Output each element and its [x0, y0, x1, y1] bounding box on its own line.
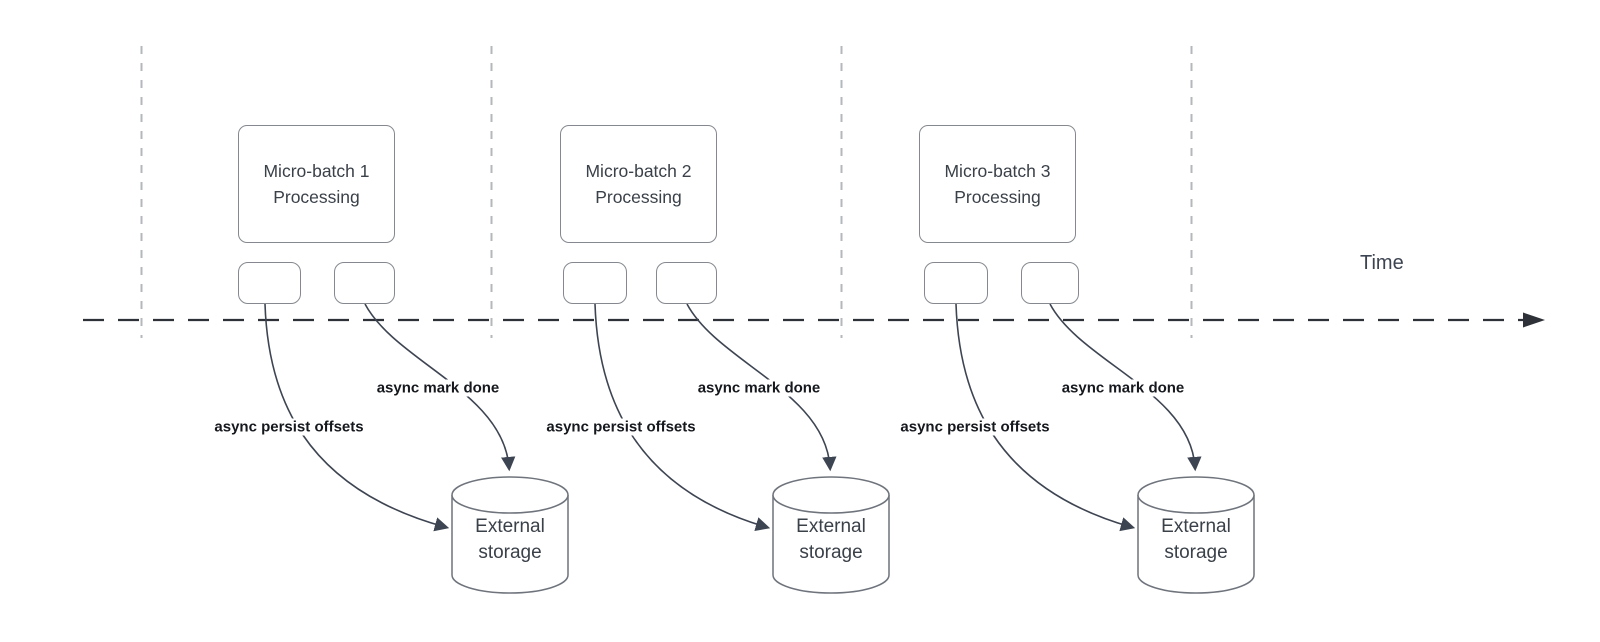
storage-cylinders	[451, 476, 1255, 594]
async-arrows	[264, 303, 1202, 532]
microbatch-3-processing-box: Micro-batch 3 Processing	[919, 125, 1076, 243]
persist-offsets-arrow-2	[594, 303, 771, 532]
microbatch-2-task-box-left	[563, 262, 627, 304]
guide-lines	[140, 46, 1193, 338]
persist-offsets-arrow-1	[264, 303, 450, 532]
time-axis	[83, 312, 1545, 328]
storage-cylinder-3-icon	[1137, 476, 1255, 594]
microbatch-3-title: Micro-batch 3 Processing	[944, 160, 1051, 207]
microbatch-1-title: Micro-batch 1 Processing	[263, 160, 370, 207]
microbatch-1-task-box-left	[238, 262, 301, 304]
storage-label-2: External storage	[796, 516, 866, 563]
microbatch-3-task-box-right	[1021, 262, 1079, 304]
mark-done-arrow-3	[1049, 303, 1202, 472]
mark-done-label-1: async mark done	[373, 379, 503, 397]
microbatch-2-task-box-right	[656, 262, 717, 304]
microbatch-3-task-box-left	[924, 262, 988, 304]
persist-offsets-arrow-3	[955, 303, 1136, 532]
persist-offsets-label-1: async persist offsets	[211, 418, 367, 436]
persist-offsets-label-3: async persist offsets	[897, 418, 1053, 436]
mark-done-label-3: async mark done	[1058, 379, 1188, 397]
microbatch-1-task-box-right	[334, 262, 395, 304]
storage-cylinder-1-icon	[451, 476, 569, 594]
mark-done-arrow-1	[364, 303, 516, 472]
storage-label-3: External storage	[1161, 516, 1231, 563]
microbatch-1-processing-box: Micro-batch 1 Processing	[238, 125, 395, 243]
microbatch-2-title: Micro-batch 2 Processing	[585, 160, 692, 207]
mark-done-label-2: async mark done	[694, 379, 824, 397]
storage-cylinder-2-icon	[772, 476, 890, 594]
mark-done-arrow-2	[686, 303, 837, 472]
time-axis-label: Time	[1360, 252, 1404, 274]
time-axis-arrowhead-icon	[1523, 312, 1545, 328]
persist-offsets-label-2: async persist offsets	[543, 418, 699, 436]
microbatch-2-processing-box: Micro-batch 2 Processing	[560, 125, 717, 243]
storage-label-1: External storage	[475, 516, 545, 563]
